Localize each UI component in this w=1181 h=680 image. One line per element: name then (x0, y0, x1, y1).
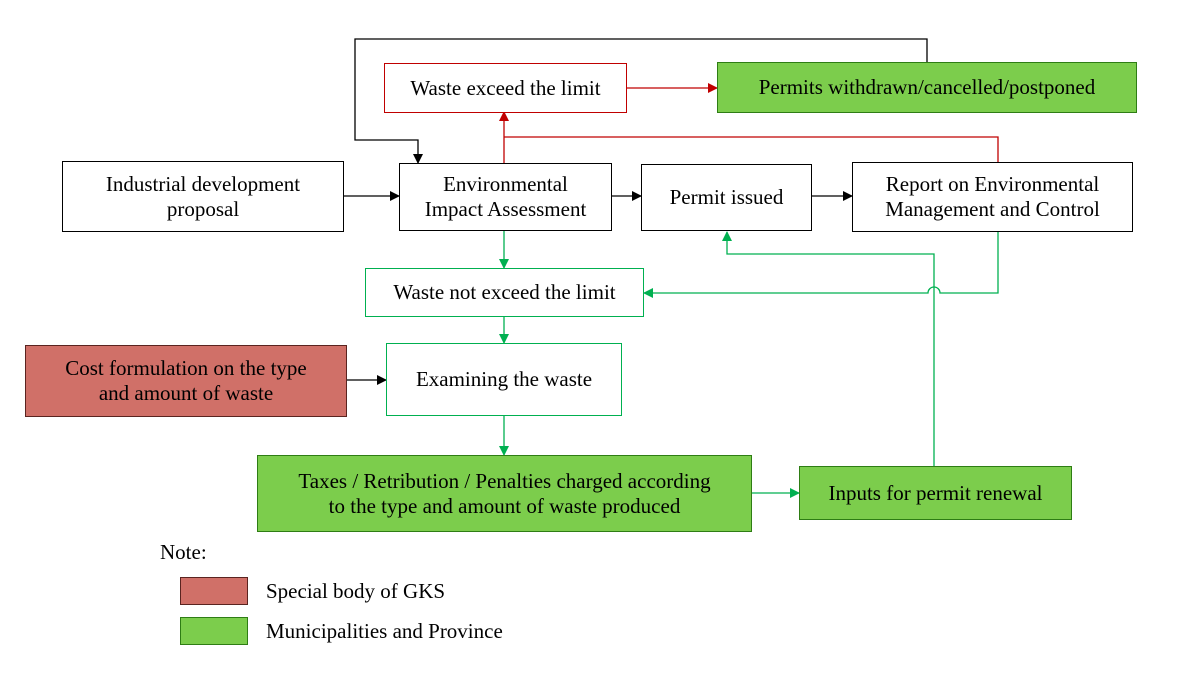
inputs-renewal-label: Inputs for permit renewal (828, 480, 1043, 505)
waste-not-exceed-label: Waste not exceed the limit (393, 280, 616, 304)
cost-label-line2: and amount of waste (98, 381, 274, 405)
taxes-label-line1: Taxes / Retribution / Penalties charged … (298, 468, 711, 493)
cost-label-line1: Cost formulation on the type (65, 356, 307, 380)
permit-issued-box: Permit issued (641, 164, 812, 231)
permits-withdrawn-box: Permits withdrawn/cancelled/postponed (717, 62, 1137, 113)
inputs-renewal-box: Inputs for permit renewal (799, 466, 1072, 520)
permit-issued-label: Permit issued (669, 185, 784, 209)
legend-swatch-special-body (180, 577, 248, 605)
line-report-to-exceed (504, 136, 999, 162)
waste-not-exceed-box: Waste not exceed the limit (365, 268, 644, 317)
legend-swatch-municipalities (180, 617, 248, 645)
examining-waste-box: Examining the waste (386, 343, 622, 416)
eia-label-line1: Environmental (443, 172, 568, 196)
arrow-report-to-notexceed (643, 231, 999, 298)
cost-formulation-box: Cost formulation on the type and amount … (25, 345, 347, 417)
eia-box: Environmental Impact Assessment (399, 163, 612, 231)
industrial-proposal-box: Industrial development proposal (62, 161, 344, 232)
waste-exceed-box: Waste exceed the limit (384, 63, 627, 113)
legend-note: Note: (160, 540, 207, 564)
eia-label-line2: Impact Assessment (424, 197, 587, 221)
industrial-label-line1: Industrial development (105, 171, 301, 196)
waste-exceed-label: Waste exceed the limit (410, 75, 601, 100)
report-box: Report on Environmental Management and C… (852, 162, 1133, 232)
report-label-line2: Management and Control (885, 197, 1100, 221)
examining-label: Examining the waste (415, 367, 593, 391)
legend-label-municipalities: Municipalities and Province (266, 619, 503, 643)
industrial-label-line2: proposal (166, 196, 240, 221)
arrow-inputs-to-permit (722, 231, 935, 466)
taxes-box: Taxes / Retribution / Penalties charged … (257, 455, 752, 532)
permits-withdrawn-label: Permits withdrawn/cancelled/postponed (758, 75, 1096, 99)
legend-label-special-body: Special body of GKS (266, 579, 446, 603)
loop-withdrawn-to-eia (354, 38, 928, 164)
taxes-label-line2: to the type and amount of waste produced (328, 493, 681, 518)
report-label-line1: Report on Environmental (885, 172, 1100, 196)
